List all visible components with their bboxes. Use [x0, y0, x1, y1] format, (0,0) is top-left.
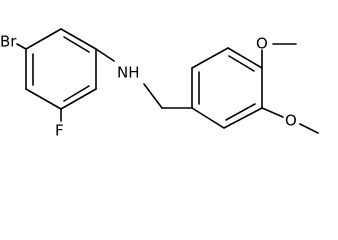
methoxy-oxygen-bottom-label: O: [285, 112, 297, 130]
double-bond: [63, 85, 90, 102]
bond: [223, 107, 263, 129]
double-bond: [228, 55, 255, 72]
bond: [191, 107, 225, 129]
double-bond: [63, 36, 90, 53]
bond: [25, 88, 62, 110]
fluoro-atom-label: F: [55, 122, 64, 140]
methoxy-oxygen-top-label: O: [256, 35, 268, 53]
bond: [60, 28, 97, 50]
bond: [299, 123, 319, 134]
bond: [191, 47, 229, 69]
bond: [25, 28, 62, 50]
double-bond: [225, 103, 256, 121]
bond: [227, 47, 263, 69]
bromo-atom-label: Br: [0, 33, 17, 51]
atom-labels: Br NH F O O: [0, 33, 297, 140]
bond-lines: [16, 28, 319, 134]
chemical-structure-diagram: Br NH F O O: [0, 28, 319, 140]
bond: [60, 88, 97, 110]
bond: [261, 107, 284, 118]
bond: [16, 43, 27, 50]
bond: [95, 48, 115, 62]
bond: [143, 83, 163, 109]
amine-atom-label: NH: [117, 64, 140, 82]
